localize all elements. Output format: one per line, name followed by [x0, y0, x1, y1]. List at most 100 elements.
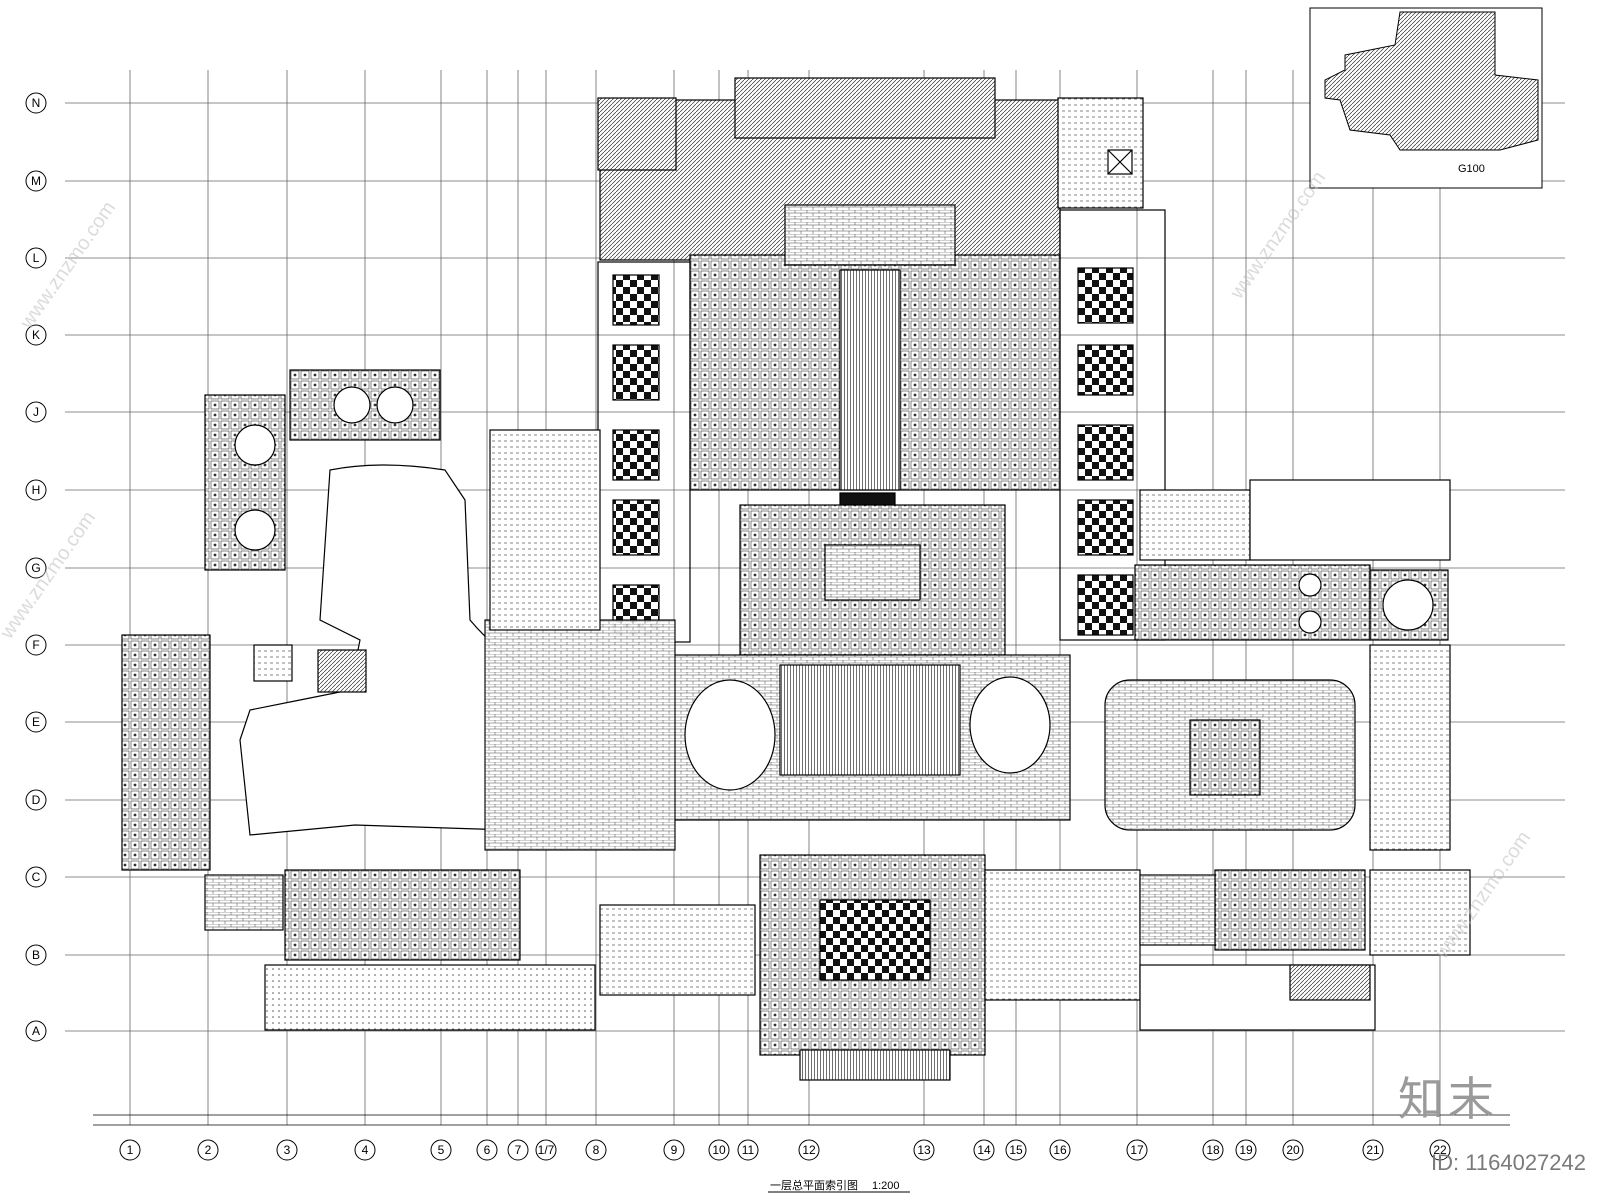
central-court-lawn	[779, 664, 961, 776]
id-label: ID: 1164027242	[1431, 1150, 1586, 1175]
south-west-strip	[264, 964, 596, 1031]
grid-label-row: B	[32, 948, 40, 962]
grid-bubble-row	[25, 866, 47, 888]
south-steps	[799, 1049, 951, 1081]
grid-bubble-row	[25, 1020, 47, 1042]
key-plan-label: G100	[1458, 163, 1485, 175]
drawing-title: 一层总平面索引图	[770, 1178, 858, 1192]
dimension-chain	[93, 1114, 1510, 1126]
grid-label-column: 16	[1053, 1143, 1067, 1157]
east-south-rooms	[1214, 869, 1366, 951]
stage	[839, 492, 896, 506]
grid-bubble-column	[535, 1139, 557, 1161]
building-footprint	[121, 77, 1471, 1081]
elevator-cross	[1107, 149, 1133, 175]
brand-watermark: 知末	[1398, 1072, 1498, 1126]
grid-bubble-row	[25, 92, 47, 114]
grid-label-row: D	[32, 793, 41, 807]
grid-label-column: 7	[515, 1143, 522, 1157]
service-block	[489, 429, 601, 631]
east-round-room-circle	[1382, 579, 1434, 631]
grid-bubble-column	[354, 1139, 376, 1161]
east-south-dark	[1289, 964, 1371, 1001]
grid-bubble-column	[276, 1139, 298, 1161]
grid-bubble-column	[913, 1139, 935, 1161]
grid-bubble-row	[25, 324, 47, 346]
grid-bubble-row	[25, 401, 47, 423]
top-block-round-2	[376, 386, 414, 424]
grid-label-column: 19	[1239, 1143, 1253, 1157]
east-court-inner	[1189, 719, 1261, 796]
grid-bubble-row	[25, 479, 47, 501]
grid-label-column: 20	[1286, 1143, 1300, 1157]
grid-bubble-column	[1005, 1139, 1027, 1161]
grid-bubble-column	[119, 1139, 141, 1161]
grid-label-column: 11	[742, 1143, 755, 1157]
grid-bubble-column	[1049, 1139, 1071, 1161]
grid-label-row: M	[31, 174, 41, 188]
grid-label-column: 8	[593, 1143, 600, 1157]
north-hall-roof	[734, 77, 996, 139]
grid-label-row: G	[31, 561, 40, 575]
garden-kiosk	[253, 644, 293, 682]
grid-label-row: J	[33, 405, 39, 419]
grid-bubble-column	[430, 1139, 452, 1161]
grid-bubble-column	[798, 1139, 820, 1161]
west-room-3	[612, 429, 660, 481]
grid-bubble-row	[25, 944, 47, 966]
grid-label-row: K	[32, 328, 40, 342]
east-rooms-frame	[1059, 209, 1166, 641]
grid-label-row: C	[32, 870, 41, 884]
grid-label-column: 1	[127, 1143, 134, 1157]
grid-bubble-column	[737, 1139, 759, 1161]
grid-bubble-column	[1202, 1139, 1224, 1161]
grid-label-row: H	[32, 483, 41, 497]
grid-label-row: F	[32, 638, 39, 652]
grid-bubble-row	[25, 557, 47, 579]
grid-bubble-column	[1235, 1139, 1257, 1161]
east-far-rooms	[1369, 644, 1451, 851]
north-west-tower	[597, 97, 677, 171]
garden-pavilion	[317, 649, 367, 693]
grid-bubble-column	[507, 1139, 529, 1161]
grid-bubble-column	[1126, 1139, 1148, 1161]
grid-label-column: 1/7	[538, 1143, 555, 1157]
grid-label-row: E	[32, 715, 40, 729]
grid-bubble-column	[973, 1139, 995, 1161]
grid-bubble-column	[1282, 1139, 1304, 1161]
pavilion-round-1	[234, 424, 276, 466]
west-plaza	[484, 619, 676, 851]
grid-bubble-row	[25, 789, 47, 811]
east-rooms-row	[1134, 564, 1371, 641]
grid-label-row: N	[32, 96, 41, 110]
key-plan: G100	[1309, 7, 1543, 189]
grid-bubble-row	[25, 634, 47, 656]
west-long-wing	[121, 634, 211, 871]
grid-bubble-row	[25, 247, 47, 269]
south-west-rooms	[284, 869, 521, 961]
grid-bubble-column	[1362, 1139, 1384, 1161]
west-entry-block	[204, 874, 284, 931]
west-room-2	[612, 344, 660, 401]
grid-label-column: 13	[917, 1143, 931, 1157]
grid-label-column: 17	[1130, 1143, 1144, 1157]
grand-hall-aisle	[839, 269, 901, 491]
grid-label-column: 14	[977, 1143, 991, 1157]
grid-bubble-row	[25, 711, 47, 733]
grid-bubble-column	[197, 1139, 219, 1161]
south-entry-core	[819, 899, 931, 981]
east-service	[1139, 489, 1251, 561]
east-round-1	[1298, 573, 1322, 597]
watermark-text: www.znzmo.com	[1226, 167, 1331, 303]
grid-bubble-column	[708, 1139, 730, 1161]
east-garden-north	[1249, 479, 1451, 561]
top-block-round-1	[333, 386, 371, 424]
grid-label-column: 5	[438, 1143, 445, 1157]
west-room-1	[612, 274, 660, 326]
east-south-block	[1139, 874, 1216, 946]
watermark-text: www.znzmo.com	[0, 507, 100, 643]
grid-label-column: 9	[671, 1143, 678, 1157]
grid-label-column: 2	[205, 1143, 212, 1157]
